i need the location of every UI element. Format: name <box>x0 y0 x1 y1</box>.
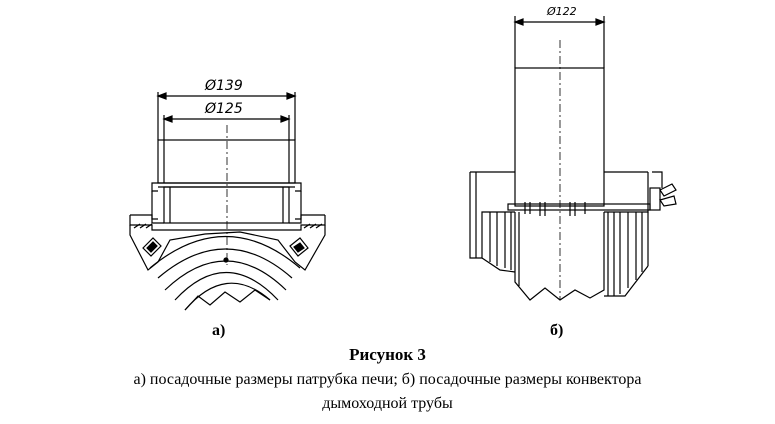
drawing-a-stove-nozzle: Ø139 Ø125 <box>129 78 326 311</box>
convector-housing <box>469 171 677 301</box>
label-b: б) <box>550 322 564 339</box>
dimension-b-pipe: Ø122 <box>513 5 606 68</box>
nozzle-body <box>151 139 302 224</box>
dim-b-pipe-label: Ø122 <box>546 5 577 18</box>
stove-top <box>129 214 326 271</box>
stove-arch <box>149 235 301 311</box>
figure-title: Рисунок 3 <box>349 345 426 364</box>
dim-a-outer-label: Ø139 <box>204 78 243 94</box>
drawing-b-convector: Ø122 <box>469 5 677 301</box>
figure-caption-line2: дымоходной трубы <box>322 395 453 412</box>
chimney-pipe <box>514 67 605 207</box>
label-a: а) <box>212 322 226 339</box>
dim-a-inner-label: Ø125 <box>204 101 243 117</box>
dimension-a-inner: Ø125 <box>162 101 291 140</box>
wing-nut <box>649 171 677 211</box>
figure-caption-line1: а) посадочные размеры патрубка печи; б) … <box>133 371 642 388</box>
technical-drawing: Ø139 Ø125 <box>129 5 677 311</box>
dimension-a-outer: Ø139 <box>156 78 297 140</box>
